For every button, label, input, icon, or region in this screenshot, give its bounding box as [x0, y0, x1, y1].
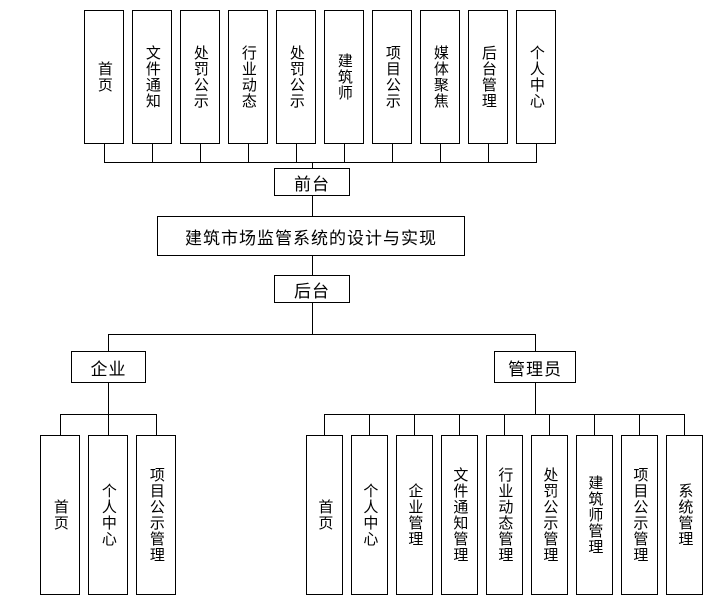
node-label: 处罚公示	[191, 45, 210, 109]
node-label: 建筑师	[335, 53, 354, 101]
node-label: 项目公示管理	[147, 467, 166, 563]
node-root: 建筑市场监管系统的设计与实现	[157, 216, 465, 256]
node-label: 项目公示	[383, 45, 402, 109]
connector	[296, 144, 297, 162]
node-label: 后台管理	[479, 45, 498, 109]
node-admin-item-7: 项目公示管理	[621, 435, 658, 595]
connector	[108, 414, 109, 435]
connector	[488, 144, 489, 162]
node-frontend-item-9: 个人中心	[516, 10, 556, 144]
node-label: 个人中心	[361, 483, 380, 547]
connector	[594, 414, 595, 435]
node-label: 媒体聚焦	[431, 45, 450, 109]
node-frontend-item-4: 处罚公示	[276, 10, 316, 144]
connector-bus-backend	[108, 334, 535, 335]
node-frontend-item-7: 媒体聚焦	[420, 10, 460, 144]
node-label: 首页	[51, 499, 70, 531]
node-label: 个人中心	[527, 45, 546, 109]
connector	[156, 414, 157, 435]
node-label: 建筑师管理	[586, 475, 605, 555]
node-label: 文件通知管理	[451, 467, 470, 563]
node-label: 系统管理	[676, 483, 695, 547]
node-frontend-item-0: 首页	[84, 10, 124, 144]
node-label: 首页	[95, 61, 114, 93]
node-label: 建筑市场监管系统的设计与实现	[185, 228, 437, 249]
connector-bus-frontend	[104, 162, 537, 163]
node-label: 后台	[294, 281, 330, 302]
node-frontend-item-5: 建筑师	[324, 10, 364, 144]
node-label: 处罚公示	[287, 45, 306, 109]
node-enterprise-item-0: 首页	[40, 435, 80, 595]
connector	[684, 414, 685, 435]
connector	[312, 256, 313, 275]
node-admin-item-1: 个人中心	[351, 435, 388, 595]
node-backend: 后台	[274, 275, 350, 303]
node-admin: 管理员	[494, 351, 576, 383]
connector	[369, 414, 370, 435]
node-admin-item-4: 行业动态管理	[486, 435, 523, 595]
connector	[535, 383, 536, 414]
node-label: 处罚公示管理	[541, 467, 560, 563]
node-label: 企业管理	[406, 483, 425, 547]
node-admin-item-8: 系统管理	[666, 435, 703, 595]
node-label: 文件通知	[143, 45, 162, 109]
node-label: 前台	[294, 174, 330, 195]
node-admin-item-0: 首页	[306, 435, 343, 595]
node-frontend-item-1: 文件通知	[132, 10, 172, 144]
connector	[152, 144, 153, 162]
node-frontend-item-3: 行业动态	[228, 10, 268, 144]
node-frontend: 前台	[274, 168, 350, 196]
node-label: 个人中心	[99, 483, 118, 547]
connector	[344, 144, 345, 162]
node-enterprise: 企业	[71, 351, 146, 383]
node-label: 企业	[90, 359, 127, 380]
connector	[312, 162, 313, 168]
node-frontend-item-2: 处罚公示	[180, 10, 220, 144]
connector	[549, 414, 550, 435]
connector	[440, 144, 441, 162]
node-label: 项目公示管理	[631, 467, 650, 563]
node-admin-item-2: 企业管理	[396, 435, 433, 595]
connector	[108, 383, 109, 414]
node-label: 行业动态管理	[496, 467, 515, 563]
connector	[392, 144, 393, 162]
node-label: 行业动态	[239, 45, 258, 109]
node-frontend-item-8: 后台管理	[468, 10, 508, 144]
connector	[312, 196, 313, 216]
node-enterprise-item-2: 项目公示管理	[136, 435, 176, 595]
connector	[108, 334, 109, 351]
connector	[248, 144, 249, 162]
connector	[60, 414, 61, 435]
connector	[200, 144, 201, 162]
connector	[535, 334, 536, 351]
connector	[312, 303, 313, 334]
connector	[324, 414, 325, 435]
node-admin-item-5: 处罚公示管理	[531, 435, 568, 595]
node-label: 管理员	[508, 359, 562, 380]
connector	[639, 414, 640, 435]
node-label: 首页	[316, 499, 335, 531]
connector	[459, 414, 460, 435]
node-frontend-item-6: 项目公示	[372, 10, 412, 144]
connector	[504, 414, 505, 435]
node-admin-item-3: 文件通知管理	[441, 435, 478, 595]
connector	[104, 144, 105, 162]
connector	[414, 414, 415, 435]
connector	[536, 144, 537, 162]
node-admin-item-6: 建筑师管理	[576, 435, 613, 595]
node-enterprise-item-1: 个人中心	[88, 435, 128, 595]
